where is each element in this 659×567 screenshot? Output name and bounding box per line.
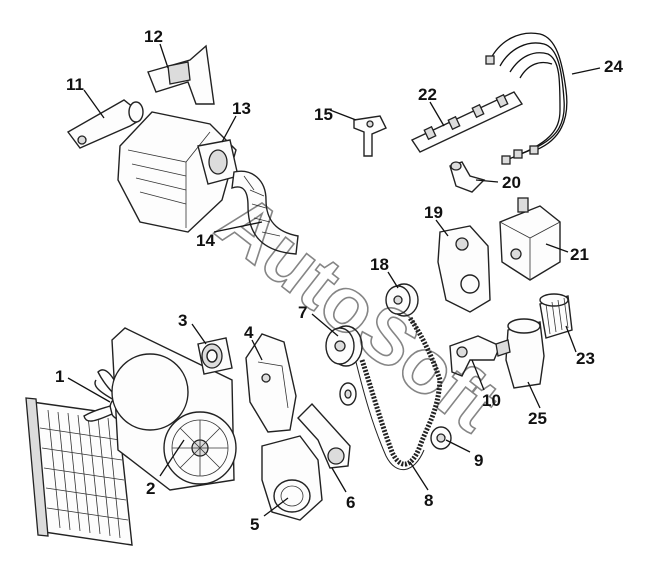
callout-18: 18 [370, 255, 389, 274]
callout-9: 9 [474, 451, 483, 470]
callout-6: 6 [346, 493, 355, 512]
callout-25: 25 [528, 409, 547, 428]
callout-3: 3 [178, 311, 187, 330]
callout-7: 7 [298, 303, 307, 322]
air-intake-bracket [147, 44, 215, 105]
timing-cover-lower [261, 435, 323, 521]
fuel-rail [410, 91, 524, 153]
filter-housing [495, 318, 545, 389]
sensor [353, 115, 387, 157]
callout-19: 19 [424, 203, 443, 222]
callout-22: 22 [418, 85, 437, 104]
callout-11: 11 [66, 75, 84, 94]
callout-23: 23 [576, 349, 595, 368]
belt-tensioner [449, 335, 501, 377]
fuel-filter [539, 293, 573, 339]
intake-hose [231, 170, 299, 255]
callout-2: 2 [146, 479, 155, 498]
fuel-fitting [449, 161, 486, 193]
callout-4: 4 [244, 323, 254, 342]
callout-1: 1 [55, 367, 64, 386]
callout-labels: 1 2 3 4 5 6 7 8 9 10 11 12 13 14 15 18 1… [55, 27, 623, 534]
callout-24: 24 [604, 57, 623, 76]
air-filter-housing [117, 111, 239, 233]
high-pressure-pump [499, 197, 561, 281]
radiator [25, 397, 133, 546]
timing-cover-upper [245, 333, 297, 433]
pump-bracket [437, 225, 491, 313]
callout-13: 13 [232, 99, 251, 118]
callout-15: 15 [314, 105, 333, 124]
watermark-text: AutoSoft [202, 176, 516, 448]
idler-pulley [339, 382, 357, 406]
tensioner-bracket [297, 402, 351, 469]
pump-pulley [385, 283, 419, 317]
callout-14: 14 [196, 231, 215, 250]
callout-8: 8 [424, 491, 433, 510]
crankshaft-pulley [430, 426, 452, 450]
callout-5: 5 [250, 515, 259, 534]
injector-lines [485, 32, 568, 165]
callout-20: 20 [502, 173, 521, 192]
leader-lines [67, 43, 601, 517]
callout-21: 21 [570, 245, 589, 264]
intake-pipe [66, 99, 144, 149]
callout-10: 10 [482, 391, 501, 410]
rubber-mount [197, 337, 233, 375]
callout-12: 12 [144, 27, 163, 46]
